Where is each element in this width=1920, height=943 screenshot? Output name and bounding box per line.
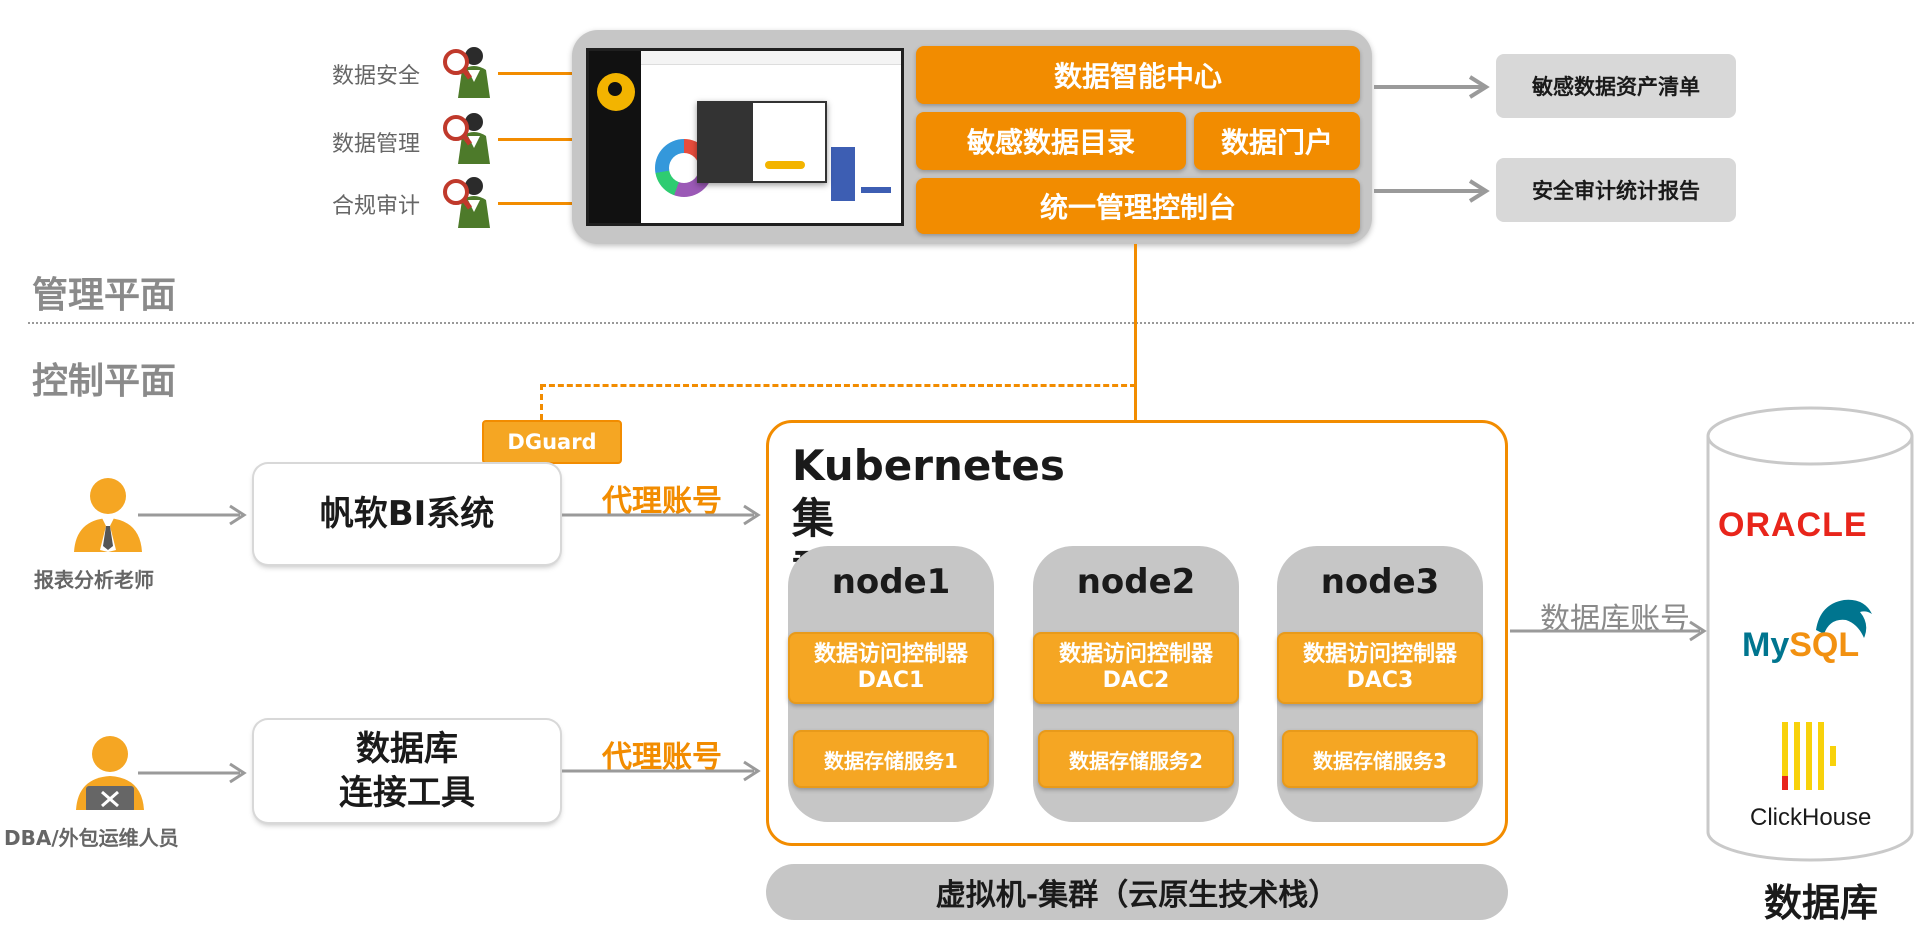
database-title: 数据库 bbox=[1764, 881, 1879, 925]
console-screenshot bbox=[586, 48, 904, 226]
person-label-analyst: 报表分析老师 bbox=[34, 568, 154, 592]
role-connector bbox=[498, 138, 574, 141]
data-portal: 数据门户 bbox=[1194, 112, 1360, 170]
mysql-dolphin-icon bbox=[1816, 599, 1872, 638]
proxy-account-label: 代理账号 bbox=[602, 740, 722, 775]
screenshot-modal bbox=[697, 101, 827, 183]
bi-system-label: 帆软BI系统 bbox=[319, 493, 495, 534]
role-label-data-management: 数据管理 bbox=[332, 132, 421, 157]
bar-chart-icon bbox=[831, 147, 855, 201]
security-audit-report: 安全审计统计报告 bbox=[1496, 158, 1736, 222]
arrow-right-icon bbox=[562, 504, 761, 526]
role-connector bbox=[498, 202, 574, 205]
dac-id: DAC1 bbox=[857, 668, 925, 693]
dguard-badge: DGuard bbox=[482, 420, 622, 464]
dguard-dashed-line bbox=[540, 384, 543, 420]
proxy-account-label: 代理账号 bbox=[602, 484, 722, 519]
clickhouse-bars-icon bbox=[1782, 722, 1836, 790]
arrow-right-icon bbox=[1374, 179, 1490, 203]
console-to-cluster-line bbox=[1134, 244, 1137, 420]
vm-cluster-bar: 虚拟机-集群（云原生技术栈） bbox=[766, 864, 1508, 920]
data-access-controller: 数据访问控制器 DAC2 bbox=[1033, 632, 1239, 704]
mysql-logo-sql: SQL bbox=[1789, 626, 1860, 664]
dac-id: DAC3 bbox=[1346, 668, 1414, 693]
data-storage-service: 数据存储服务2 bbox=[1038, 730, 1234, 788]
mysql-logo-my: My bbox=[1742, 626, 1790, 664]
k8s-title-line1: Kubernetes集 bbox=[792, 441, 1065, 543]
screenshot-topbar bbox=[641, 51, 901, 65]
unified-management-console: 统一管理控制台 bbox=[916, 178, 1360, 234]
arrow-right-icon bbox=[1374, 75, 1490, 99]
sensitive-asset-list: 敏感数据资产清单 bbox=[1496, 54, 1736, 118]
management-plane-label: 管理平面 bbox=[32, 275, 177, 316]
control-plane-label: 控制平面 bbox=[32, 361, 177, 402]
arrow-right-icon bbox=[562, 760, 761, 782]
operator-person-icon bbox=[76, 736, 144, 810]
role-label-data-security: 数据安全 bbox=[332, 64, 421, 89]
fanruan-bi-system: 帆软BI系统 bbox=[254, 464, 560, 564]
db-tool-label-line1: 数据库 bbox=[356, 728, 458, 769]
arrow-right-icon bbox=[138, 504, 247, 526]
arrow-right-icon bbox=[138, 762, 247, 784]
db-connection-tool: 数据库 连接工具 bbox=[254, 720, 560, 822]
auditor-icon bbox=[443, 177, 490, 228]
data-storage-service: 数据存储服务3 bbox=[1282, 730, 1478, 788]
data-access-controller: 数据访问控制器 DAC1 bbox=[788, 632, 994, 704]
data-storage-service: 数据存储服务1 bbox=[793, 730, 989, 788]
arrow-right-icon bbox=[1510, 620, 1707, 642]
person-label-dba: DBA/外包运维人员 bbox=[4, 826, 179, 850]
dguard-dashed-line bbox=[540, 384, 1136, 387]
data-access-controller: 数据访问控制器 DAC3 bbox=[1277, 632, 1483, 704]
node-title: node1 bbox=[831, 562, 951, 602]
node-title: node3 bbox=[1320, 562, 1440, 602]
clickhouse-logo-text: ClickHouse bbox=[1750, 804, 1872, 831]
db-tool-label-line2: 连接工具 bbox=[339, 773, 475, 813]
screenshot-sidebar bbox=[589, 51, 641, 223]
auditor-icon bbox=[443, 113, 490, 164]
plane-divider bbox=[28, 322, 1914, 324]
database-cylinder-icon bbox=[1706, 406, 1914, 862]
auditor-icon bbox=[443, 47, 490, 98]
oracle-logo: ORACLE bbox=[1718, 506, 1868, 544]
role-connector bbox=[498, 72, 574, 75]
bar-chart-icon bbox=[861, 187, 891, 193]
role-label-compliance-audit: 合规审计 bbox=[332, 194, 421, 219]
dac-label: 数据访问控制器 bbox=[1302, 641, 1457, 667]
dac-id: DAC2 bbox=[1102, 668, 1170, 693]
product-logo-icon bbox=[597, 73, 635, 111]
node-title: node2 bbox=[1076, 562, 1196, 602]
dac-label: 数据访问控制器 bbox=[813, 641, 968, 667]
data-intelligence-center: 数据智能中心 bbox=[916, 46, 1360, 104]
dac-label: 数据访问控制器 bbox=[1058, 641, 1213, 667]
person-icon bbox=[74, 478, 142, 552]
mysql-logo: MySQL bbox=[1742, 626, 1859, 665]
sensitive-data-catalog: 敏感数据目录 bbox=[916, 112, 1186, 170]
